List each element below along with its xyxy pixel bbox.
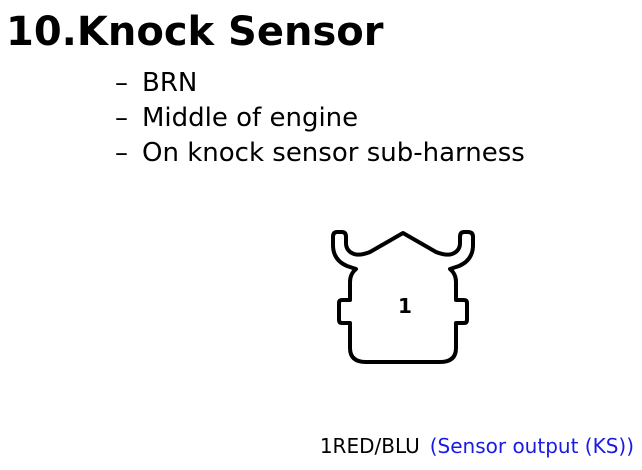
- list-item-location: – Middle of engine: [115, 101, 525, 136]
- pin-wire-info: 1RED/BLU (Sensor output (KS)): [320, 432, 634, 460]
- dash-bullet: –: [115, 103, 128, 133]
- pin-1-label: 1: [398, 294, 412, 318]
- dash-bullet: –: [115, 138, 128, 168]
- connector-harness-text: On knock sensor sub-harness: [142, 138, 525, 168]
- dash-bullet: –: [115, 68, 128, 98]
- list-item-harness: – On knock sensor sub-harness: [115, 136, 525, 171]
- wire-description: (Sensor output (KS)): [429, 434, 634, 458]
- connector-diagram: 1: [331, 230, 475, 364]
- connector-info-list: – BRN – Middle of engine – On knock sens…: [115, 66, 525, 171]
- connector-color-text: BRN: [142, 68, 198, 98]
- connector-location-text: Middle of engine: [142, 103, 359, 133]
- wire-color-label: 1RED/BLU: [319, 434, 420, 458]
- connector-outline: [331, 230, 475, 364]
- page-title: 10.Knock Sensor: [6, 9, 384, 55]
- list-item-color: – BRN: [115, 66, 525, 101]
